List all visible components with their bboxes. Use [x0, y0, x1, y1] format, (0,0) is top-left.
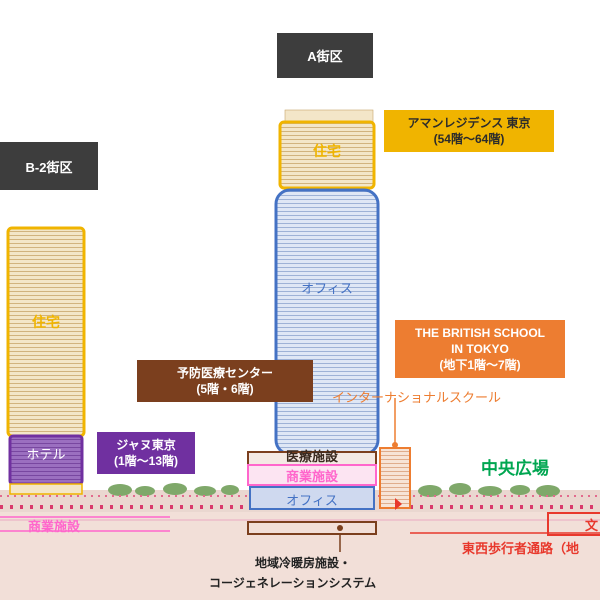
- culture-block: [547, 512, 600, 536]
- tower-b-residence-block: [6, 226, 86, 438]
- aman-callout-line2: (54階～64階): [433, 132, 505, 146]
- passage-arrow: [395, 498, 402, 510]
- heating-label-line1: 地域冷暖房施設・: [255, 556, 352, 570]
- school-callout-line1: THE BRITISH SCHOOL: [414, 326, 545, 340]
- tower-a-commercial-floor: [247, 464, 377, 486]
- clinic-callout-line1: 予防医療センター: [176, 366, 273, 380]
- aman-callout-line1: アマンレジデンス 東京: [407, 116, 531, 130]
- plaza-trees: [108, 483, 560, 497]
- heating-leader-dot: [337, 525, 343, 531]
- janu-callout-line1: ジャヌ東京: [116, 438, 176, 452]
- district-a-label: A街区: [277, 33, 373, 78]
- janu-callout-line2: (1階～13階): [113, 454, 178, 468]
- district-b2-label: B-2街区: [0, 142, 98, 190]
- tower-a-residence-label: 住宅: [313, 143, 341, 159]
- heating-label-line2: コージェネレーションシステム: [209, 576, 377, 590]
- central-plaza-label: 中央広場: [481, 459, 549, 478]
- lower-commercial-label: 商業施設: [28, 519, 81, 534]
- tower-a-crown: [284, 109, 374, 123]
- tower-b-base: [9, 483, 83, 495]
- clinic-callout-line2: (5階・6階): [196, 382, 254, 396]
- school-leader-dot: [392, 442, 398, 448]
- tower-a-podium-office-label: オフィス: [286, 493, 338, 508]
- janu-callout: ジャヌ東京 (1階～13階): [97, 432, 195, 474]
- school-callout: THE BRITISH SCHOOL IN TOKYO (地下1階～7階): [395, 320, 565, 378]
- tower-b-hotel-label: ホテル: [26, 447, 66, 462]
- tower-a-residence-block: [278, 120, 376, 190]
- clinic-callout: 予防医療センター (5階・6階): [137, 360, 313, 402]
- intl-school-label: インターナショナルスクール: [332, 390, 502, 405]
- culture-fragment-label: 文: [585, 518, 599, 533]
- tower-a-office-label: オフィス: [301, 281, 353, 296]
- tower-a-office-block: [274, 188, 380, 456]
- tower-b-residence-label: 住宅: [32, 314, 60, 330]
- tower-a-medical-label: 医療施設: [285, 449, 338, 464]
- aman-callout: アマンレジデンス 東京 (54階～64階): [384, 110, 554, 152]
- school-callout-line2: IN TOKYO: [451, 342, 509, 356]
- tower-a-office-podium: [249, 486, 375, 510]
- heating-plant-block: [247, 521, 377, 535]
- tower-a-commercial-label: 商業施設: [285, 469, 338, 484]
- school-callout-line3: (地下1階～7階): [439, 358, 521, 372]
- passage-label: 東西歩行者通路（地: [462, 541, 580, 556]
- underground-area: [0, 510, 600, 600]
